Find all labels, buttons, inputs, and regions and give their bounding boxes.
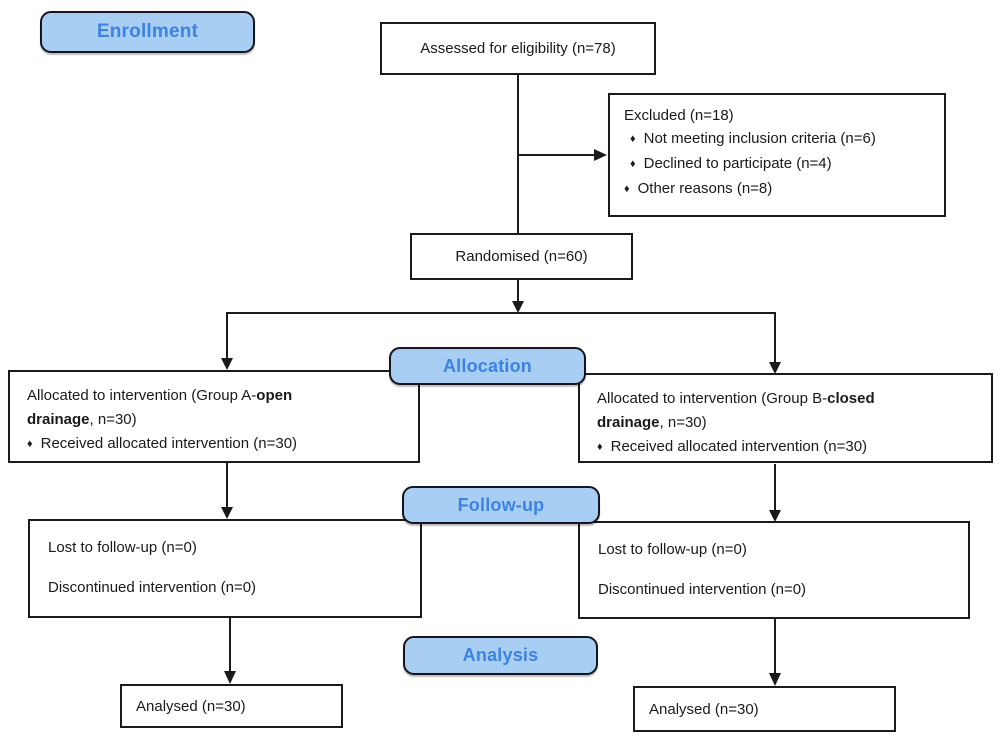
followup-a-line2: Discontinued intervention (n=0) <box>48 579 257 596</box>
allocation-b-title-bold1: closed <box>827 390 875 407</box>
excluded-item-text-3: Other reasons (n=8) <box>637 180 773 197</box>
arrowhead-followup-right <box>769 510 781 522</box>
allocation-a-item-text: Received allocated intervention (n=30) <box>40 435 298 452</box>
spacer <box>48 559 410 576</box>
stage-label-analysis: Analysis <box>403 636 598 675</box>
allocation-b-title-pre: Allocated to intervention (Group B- <box>597 390 828 407</box>
excluded-item: ♦ Declined to participate (n=4) <box>624 152 934 177</box>
diamond-bullet-icon: ♦ <box>630 133 636 145</box>
allocation-group-a-box: Allocated to intervention (Group A-open … <box>8 370 420 463</box>
allocation-a-title-bold1: open <box>256 387 293 404</box>
allocation-b-title: Allocated to intervention (Group B-close… <box>597 387 981 435</box>
randomised-text: Randomised (n=60) <box>455 248 588 265</box>
arrowhead-followup-left <box>221 507 233 519</box>
arrowhead-excluded <box>594 149 607 161</box>
diamond-bullet-icon: ♦ <box>27 438 33 450</box>
excluded-box: Excluded (n=18) ♦ Not meeting inclusion … <box>608 93 946 217</box>
followup-a-line1: Lost to follow-up (n=0) <box>48 539 197 556</box>
excluded-title: Excluded (n=18) <box>624 107 734 124</box>
followup-b-line1: Lost to follow-up (n=0) <box>598 541 747 558</box>
allocation-b-title-bold2: drainage <box>597 414 660 431</box>
allocation-a-title-post: , n=30) <box>89 411 137 428</box>
allocation-a-title: Allocated to intervention (Group A-open … <box>27 384 408 432</box>
excluded-item-text-1: Not meeting inclusion criteria (n=6) <box>643 130 876 147</box>
excluded-item: ♦ Other reasons (n=8) <box>624 177 934 202</box>
arrowhead-split <box>512 301 524 313</box>
assessed-eligibility-text: Assessed for eligibility (n=78) <box>420 40 616 57</box>
diamond-bullet-icon: ♦ <box>630 158 636 170</box>
allocation-b-item: ♦ Received allocated intervention (n=30) <box>597 435 981 460</box>
arrowhead-alloc-right <box>769 362 781 374</box>
stage-label-enrollment: Enrollment <box>40 11 255 53</box>
spacer <box>598 561 958 578</box>
allocation-a-item: ♦ Received allocated intervention (n=30) <box>27 432 408 457</box>
excluded-item: ♦ Not meeting inclusion criteria (n=6) <box>624 127 934 152</box>
randomised-box: Randomised (n=60) <box>410 233 633 280</box>
analysed-b-text: Analysed (n=30) <box>649 700 759 718</box>
analysed-group-a-box: Analysed (n=30) <box>120 684 343 728</box>
arrowhead-alloc-left <box>221 358 233 370</box>
arrowhead-analysed-right <box>769 673 781 686</box>
stage-label-followup: Follow-up <box>402 486 600 524</box>
allocation-b-item-text: Received allocated intervention (n=30) <box>610 438 868 455</box>
arrowhead-analysed-left <box>224 671 236 684</box>
analysed-group-b-box: Analysed (n=30) <box>633 686 896 732</box>
allocation-b-title-post: , n=30) <box>659 414 707 431</box>
followup-b-line2: Discontinued intervention (n=0) <box>598 581 807 598</box>
stage-label-allocation: Allocation <box>389 347 586 385</box>
diamond-bullet-icon: ♦ <box>597 441 603 453</box>
excluded-item-text-2: Declined to participate (n=4) <box>643 155 832 172</box>
allocation-a-title-pre: Allocated to intervention (Group A- <box>27 387 257 404</box>
diamond-bullet-icon: ♦ <box>624 183 630 195</box>
followup-group-b-box: Lost to follow-up (n=0) Discontinued int… <box>578 521 970 619</box>
assessed-eligibility-box: Assessed for eligibility (n=78) <box>380 22 656 75</box>
followup-group-a-box: Lost to follow-up (n=0) Discontinued int… <box>28 519 422 618</box>
allocation-group-b-box: Allocated to intervention (Group B-close… <box>578 373 993 463</box>
allocation-a-title-bold2: drainage <box>27 411 90 428</box>
analysed-a-text: Analysed (n=30) <box>136 697 246 715</box>
